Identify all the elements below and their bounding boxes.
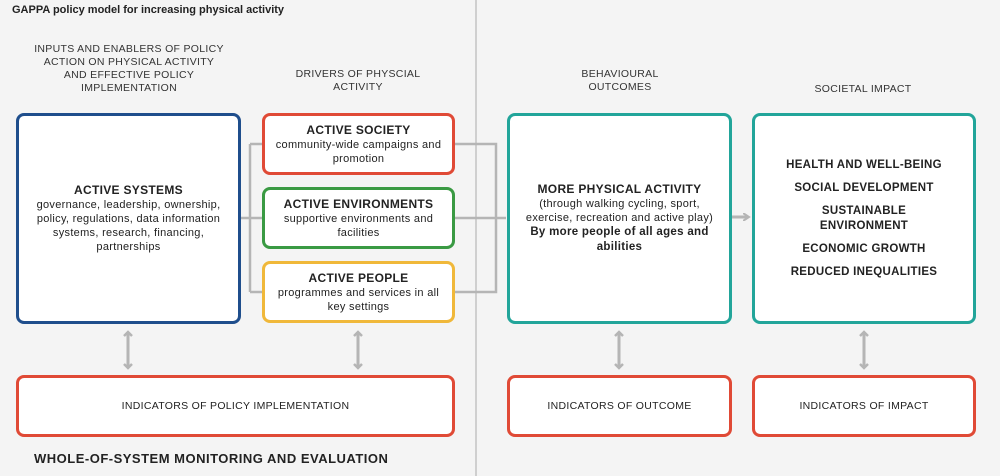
diagram-title: GAPPA policy model for increasing physic… bbox=[12, 4, 285, 16]
active-society-title: ACTIVE SOCIETY bbox=[306, 122, 411, 137]
impact-social: SOCIAL DEVELOPMENT bbox=[794, 181, 934, 194]
impact-box: HEALTH AND WELL-BEING SOCIAL DEVELOPMENT… bbox=[752, 113, 976, 324]
header-outcomes: BEHAVIOURAL OUTCOMES bbox=[581, 68, 659, 93]
indicators-outcome-box: INDICATORS OF OUTCOME bbox=[507, 375, 732, 437]
active-environments-box: ACTIVE ENVIRONMENTS supportive environme… bbox=[262, 187, 455, 249]
impact-economic: ECONOMIC GROWTH bbox=[802, 242, 926, 255]
impact-health: HEALTH AND WELL-BEING bbox=[786, 158, 942, 171]
active-environments-title: ACTIVE ENVIRONMENTS bbox=[283, 196, 434, 211]
panel-divider bbox=[475, 0, 477, 476]
active-systems-desc: governance, leadership, ownership, polic… bbox=[36, 199, 221, 253]
indicators-policy-label: INDICATORS OF POLICY IMPLEMENTATION bbox=[121, 400, 350, 412]
header-inputs: INPUTS AND ENABLERS OF POLICY ACTION ON … bbox=[34, 43, 224, 94]
active-systems-title: ACTIVE SYSTEMS bbox=[74, 183, 183, 197]
outcome-title: MORE PHYSICAL ACTIVITY bbox=[537, 182, 702, 196]
active-environments-desc: supportive environments and facilities bbox=[283, 212, 434, 239]
active-people-title: ACTIVE PEOPLE bbox=[308, 270, 409, 285]
header-impact: SOCIETAL IMPACT bbox=[814, 83, 912, 95]
indicators-outcome-label: INDICATORS OF OUTCOME bbox=[547, 400, 692, 412]
active-people-box: ACTIVE PEOPLE programmes and services in… bbox=[262, 261, 455, 323]
active-systems-box: ACTIVE SYSTEMS governance, leadership, o… bbox=[16, 113, 241, 324]
outcome-desc: (through walking cycling, sport, exercis… bbox=[525, 198, 714, 224]
impact-inequalities: REDUCED INEQUALITIES bbox=[790, 265, 938, 278]
footer-monitoring-label: WHOLE-OF-SYSTEM MONITORING AND EVALUATIO… bbox=[34, 451, 389, 466]
indicators-policy-box: INDICATORS OF POLICY IMPLEMENTATION bbox=[16, 375, 455, 437]
outcome-box: MORE PHYSICAL ACTIVITY (through walking … bbox=[507, 113, 732, 324]
active-society-desc: community-wide campaigns and promotion bbox=[275, 138, 442, 165]
outcome-emphasis: By more people of all ages and abilities bbox=[530, 226, 709, 253]
drivers-to-outcome-bracket bbox=[455, 142, 506, 294]
impact-environment: SUSTAINABLE ENVIRONMENT bbox=[819, 204, 909, 232]
active-society-box: ACTIVE SOCIETY community-wide campaigns … bbox=[262, 113, 455, 175]
indicators-impact-box: INDICATORS OF IMPACT bbox=[752, 375, 976, 437]
systems-to-drivers-bracket bbox=[240, 142, 262, 294]
active-people-desc: programmes and services in all key setti… bbox=[277, 286, 440, 313]
indicators-impact-label: INDICATORS OF IMPACT bbox=[799, 400, 929, 412]
header-drivers: DRIVERS OF PHYSCIAL ACTIVITY bbox=[295, 68, 421, 93]
